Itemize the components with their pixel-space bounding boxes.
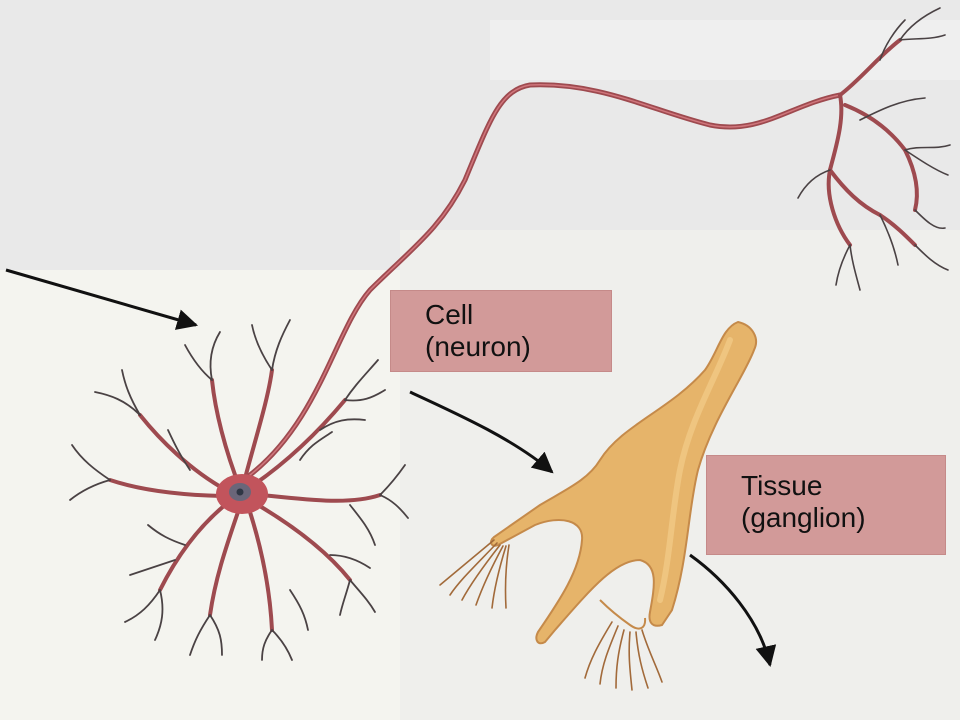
cell-label-line2: (neuron)	[425, 331, 531, 362]
ganglion-shading	[657, 337, 733, 603]
tissue-label-box: Tissue (ganglion)	[706, 455, 946, 555]
ganglion-fibers-left	[439, 539, 510, 609]
cell-to-tissue-arrow	[409, 390, 554, 474]
neuron-dendrites	[69, 319, 409, 661]
cell-label-box: Cell (neuron)	[390, 290, 612, 372]
background-panel-top-right	[490, 20, 960, 80]
tissue-next-arrow	[689, 553, 777, 668]
ganglion-tissue	[439, 320, 757, 691]
ganglion-lower-branch	[599, 599, 647, 630]
ganglion-body	[490, 320, 757, 645]
pointer-arrow	[5, 268, 199, 330]
axon-terminal	[797, 7, 951, 291]
tissue-label-line2: (ganglion)	[741, 502, 866, 533]
tissue-label-line1: Tissue	[741, 470, 823, 501]
neuron-axon-highlight	[249, 84, 841, 476]
cell-label-line1: Cell	[425, 299, 474, 330]
neuron-nucleolus	[236, 488, 244, 496]
ganglion-fibers-bottom	[584, 621, 663, 691]
neuron-cell-body	[216, 474, 268, 514]
